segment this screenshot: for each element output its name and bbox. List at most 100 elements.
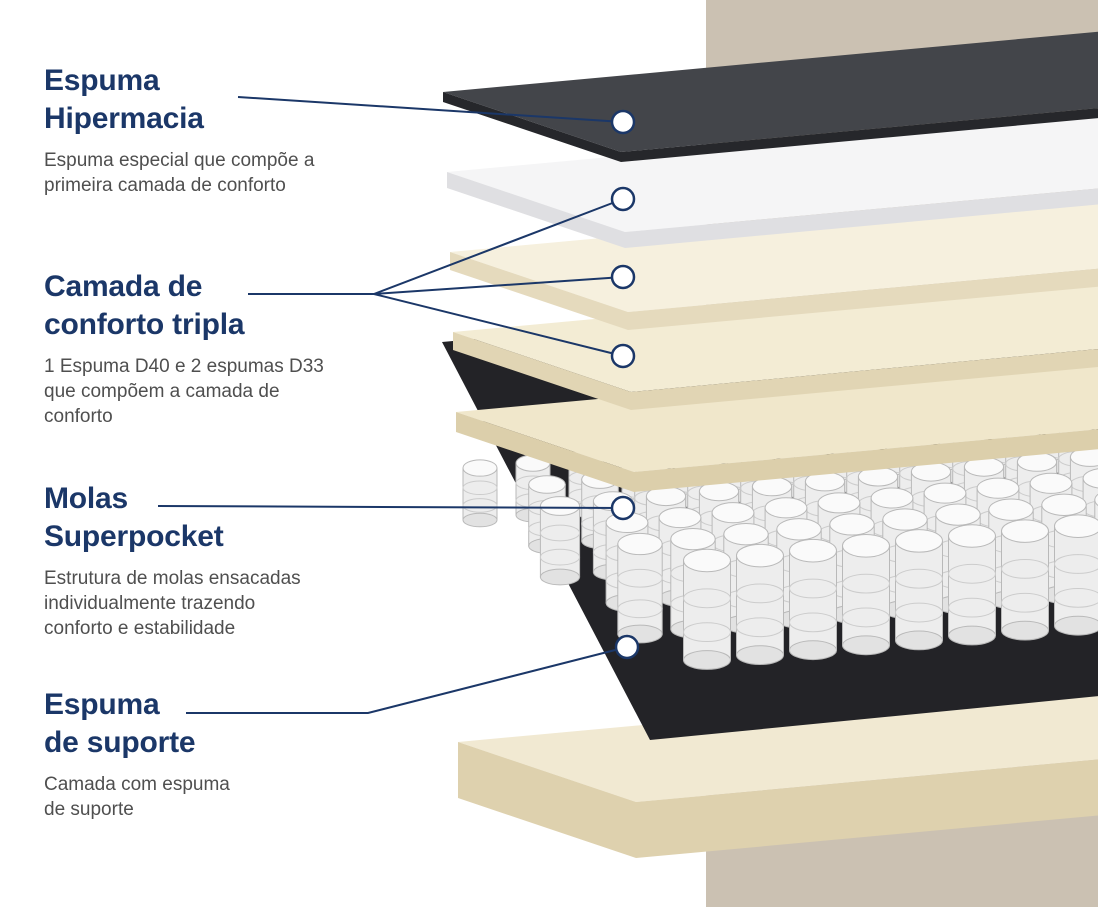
pocket-spring-body (948, 535, 996, 636)
pocket-spring-ridge (789, 612, 837, 633)
callout-line-tripla-1 (373, 198, 624, 295)
layer-marker-icon (614, 634, 640, 660)
pocket-spring-bottom (948, 625, 996, 646)
pocket-spring-top (1001, 519, 1049, 543)
pocket-spring-top (736, 543, 784, 568)
layer-comfort-foam-1-side (450, 252, 1098, 330)
label-espuma-de-suporte: Espuma de suporte Camada com espuma de s… (44, 686, 384, 822)
pocket-spring-top (935, 503, 981, 526)
pocket-spring-bottom (539, 568, 581, 586)
pocket-spring-ridge (462, 498, 498, 513)
layer-marker-icon (610, 495, 636, 521)
pocket-spring-top (776, 518, 822, 541)
pocket-spring-top (923, 482, 967, 504)
body-line: Camada com espuma (44, 774, 230, 795)
pocket-spring-top (895, 529, 943, 553)
heading-line: de suporte (44, 726, 196, 759)
layer-fabric-top-side (443, 92, 1098, 162)
pocket-spring-ridge (736, 583, 784, 604)
pocket-spring-bottom (1054, 615, 1098, 636)
pocket-spring-ridge (895, 568, 943, 589)
pocket-spring-top (882, 508, 928, 531)
label-espuma-hipermacia: Espuma Hipermacia Espuma especial que co… (44, 62, 384, 198)
pocket-spring-ridge (842, 573, 890, 594)
pocket-spring-top (617, 532, 663, 556)
pocket-spring-body (683, 560, 731, 661)
body-line: individualmente trazendo (44, 593, 256, 614)
pocket-spring-ridge (895, 602, 943, 623)
section-heading: Espuma de suporte (44, 686, 384, 762)
pocket-spring-bottom (1001, 620, 1049, 641)
pocket-spring-ridge (683, 588, 731, 609)
heading-line: Espuma (44, 64, 160, 97)
layer-comfort-foam-2-side (453, 332, 1098, 410)
pocket-spring-top (1029, 472, 1073, 494)
label-camada-de-conforto-tripla: Camada de conforto tripla 1 Espuma D40 e… (44, 268, 384, 429)
section-description: 1 Espuma D40 e 2 espumas D33 que compõem… (44, 354, 384, 429)
pocket-spring-top (764, 497, 808, 519)
body-line: Espuma especial que compõe a (44, 150, 315, 171)
pocket-spring-top (658, 507, 702, 529)
layer-marker-icon (610, 343, 636, 369)
callout-line-tripla-3 (373, 293, 624, 357)
callout-line-molas (157, 505, 624, 509)
pocket-spring-body (1001, 530, 1049, 632)
pocket-spring-bottom (789, 640, 837, 661)
pocket-spring-ridge (539, 548, 581, 566)
callout-line-tripla-2 (373, 276, 624, 295)
pocket-spring-ridge (948, 597, 996, 618)
pocket-spring-bottom (736, 645, 784, 665)
body-line: que compõem a camada de (44, 381, 280, 402)
layer-support-foam-side (458, 742, 1098, 858)
pocket-spring-bottom (842, 635, 890, 656)
pocket-spring-bottom (895, 630, 943, 651)
heading-line: Superpocket (44, 520, 224, 553)
pocket-spring-top (976, 477, 1020, 499)
heading-line: Espuma (44, 688, 160, 721)
pocket-spring-ridge (1001, 592, 1049, 613)
pocket-spring-top (870, 487, 914, 509)
pocket-spring-ridge (462, 480, 498, 496)
pocket-spring-top (842, 534, 890, 558)
pocket-spring-body (789, 550, 837, 651)
body-line: primeira camada de conforto (44, 175, 286, 196)
pocket-spring-body (539, 505, 581, 578)
section-heading: Camada de conforto tripla (44, 268, 384, 344)
pocket-spring-top (1082, 468, 1098, 489)
pocket-spring-top (1094, 493, 1098, 507)
section-heading: Espuma Hipermacia (44, 62, 384, 138)
pocket-spring-ridge (789, 578, 837, 599)
section-heading: Molas Superpocket (44, 480, 384, 556)
pocket-spring-ridge (736, 617, 784, 638)
callout-line-suporte (186, 646, 628, 714)
layer-comfort-foam-3-side (456, 412, 1098, 492)
pocket-spring-top (683, 548, 731, 573)
body-line: Estrutura de molas ensacadas (44, 568, 301, 589)
pocket-spring-ridge (617, 568, 663, 588)
heading-line: Molas (44, 482, 129, 515)
pocket-spring-body (1054, 525, 1098, 627)
pocket-spring-top (817, 492, 861, 514)
pocket-spring-top (528, 475, 566, 494)
body-line: 1 Espuma D40 e 2 espumas D33 (44, 356, 324, 377)
pocket-spring-ridge (683, 622, 731, 643)
pocket-spring-top (988, 498, 1034, 521)
pocket-spring-top (539, 496, 581, 516)
pocket-spring-body (617, 543, 663, 635)
pocket-spring-ridge (617, 599, 663, 619)
pocket-spring-ridge (539, 524, 581, 542)
pocket-spring-top (723, 523, 769, 546)
layer-marker-icon (610, 264, 636, 290)
heading-line: Hipermacia (44, 102, 204, 135)
body-line: conforto (44, 406, 113, 427)
label-molas-superpocket: Molas Superpocket Estrutura de molas ens… (44, 480, 384, 641)
pocket-spring-body (895, 540, 943, 641)
heading-line: conforto tripla (44, 308, 245, 341)
callout-line-hipermacia (237, 96, 624, 123)
body-line: de suporte (44, 799, 134, 820)
pocket-spring-ridge (1054, 554, 1098, 574)
pocket-spring-bottom (683, 650, 731, 670)
layer-comfort-foam-3-top (456, 352, 1098, 472)
